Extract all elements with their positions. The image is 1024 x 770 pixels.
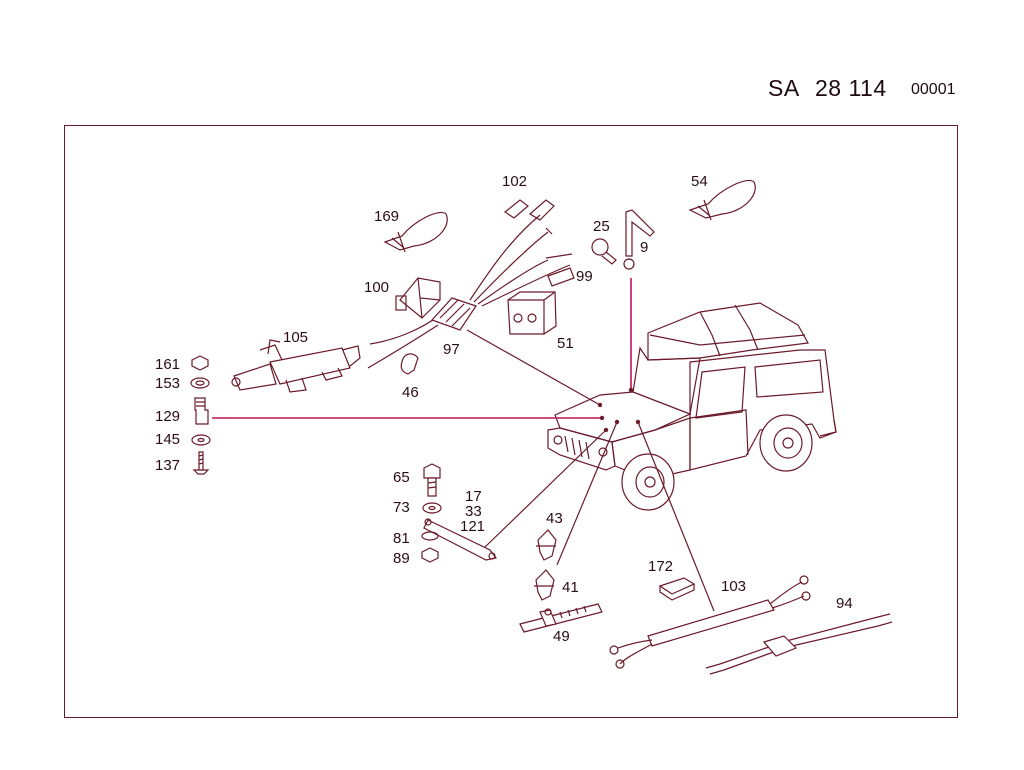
diagram-frame xyxy=(64,125,958,718)
callout-121: 121 xyxy=(460,518,485,535)
part-9-ground-strap xyxy=(623,209,655,270)
part-54-cable-tie xyxy=(688,179,756,221)
part-129-spacer xyxy=(194,397,209,425)
vehicle-windshield xyxy=(632,346,701,415)
attach-point xyxy=(628,387,634,393)
attach-point xyxy=(614,419,620,425)
part-65-bolt xyxy=(423,463,441,497)
vehicle-body-side xyxy=(689,349,837,471)
leader-103 xyxy=(637,421,715,612)
front-wheel xyxy=(621,453,675,511)
part-153-washer xyxy=(190,377,210,389)
callout-145: 145 xyxy=(155,431,180,448)
part-105-suppressor xyxy=(231,339,361,393)
callout-33: 33 xyxy=(465,503,482,520)
callout-25: 25 xyxy=(593,218,610,235)
part-wiring-harness xyxy=(367,214,571,369)
callout-105: 105 xyxy=(283,329,308,346)
leader-121 xyxy=(483,429,607,549)
callout-102: 102 xyxy=(502,173,527,190)
vehicle-illustration xyxy=(547,302,837,511)
part-103-cable xyxy=(609,575,811,669)
callout-161: 161 xyxy=(155,356,180,373)
leader-97 xyxy=(466,329,601,406)
part-161-nut xyxy=(191,355,209,371)
attach-point xyxy=(603,427,609,433)
rear-wheel xyxy=(759,414,813,472)
attach-point xyxy=(597,402,603,408)
vehicle-door-window xyxy=(695,366,746,419)
callout-99: 99 xyxy=(576,268,593,285)
callout-153: 153 xyxy=(155,375,180,392)
part-81-lock-washer xyxy=(421,531,439,541)
callout-41: 41 xyxy=(562,579,579,596)
part-41-clamp xyxy=(534,569,555,601)
callout-73: 73 xyxy=(393,499,410,516)
callout-94: 94 xyxy=(836,595,853,612)
part-73-washer xyxy=(422,502,442,514)
part-100-connector xyxy=(395,277,441,319)
callout-89: 89 xyxy=(393,550,410,567)
part-145-washer xyxy=(191,434,211,446)
part-94-cable xyxy=(705,613,893,675)
part-89-nut xyxy=(421,547,439,563)
leader-lines xyxy=(212,278,715,612)
sheet-prefix: SA xyxy=(768,75,800,101)
part-169-cable-tie xyxy=(383,211,448,253)
sheet-page-code: 00001 xyxy=(911,81,956,98)
part-43-clamp xyxy=(536,529,557,561)
callout-9: 9 xyxy=(640,239,648,256)
part-137-bolt xyxy=(192,451,210,475)
part-51-grommet xyxy=(507,291,557,335)
part-25-screw xyxy=(591,238,617,265)
vehicle-rear-window xyxy=(754,359,824,398)
leader-41 xyxy=(556,421,618,566)
part-99-sleeve xyxy=(547,267,575,287)
callout-49: 49 xyxy=(553,628,570,645)
callout-81: 81 xyxy=(393,530,410,547)
part-102-terminal-boots xyxy=(503,199,573,259)
callout-65: 65 xyxy=(393,469,410,486)
callout-129: 129 xyxy=(155,408,180,425)
callout-169: 169 xyxy=(374,208,399,225)
callout-46: 46 xyxy=(402,384,419,401)
callout-51: 51 xyxy=(557,335,574,352)
callout-17: 17 xyxy=(465,488,482,505)
sheet-number: 28 114 xyxy=(815,75,887,101)
callout-labels: 169 102 54 25 9 100 99 105 51 97 161 153… xyxy=(155,173,853,645)
part-172-fuse-box xyxy=(658,577,696,601)
callout-54: 54 xyxy=(691,173,708,190)
part-46-clip xyxy=(400,353,419,375)
attach-point xyxy=(599,415,605,421)
sheet-header: SA 28 114 00001 xyxy=(0,0,1024,120)
vehicle-bonnet xyxy=(554,391,692,443)
vehicle-front-face xyxy=(547,427,616,471)
callout-43: 43 xyxy=(546,510,563,527)
callout-172: 172 xyxy=(648,558,673,575)
callout-100: 100 xyxy=(364,279,389,296)
part-121-ground-strap xyxy=(423,518,498,561)
attach-point xyxy=(635,419,641,425)
callout-97: 97 xyxy=(443,341,460,358)
callout-103: 103 xyxy=(721,578,746,595)
part-49-cable-strap xyxy=(519,603,603,633)
callout-137: 137 xyxy=(155,457,180,474)
